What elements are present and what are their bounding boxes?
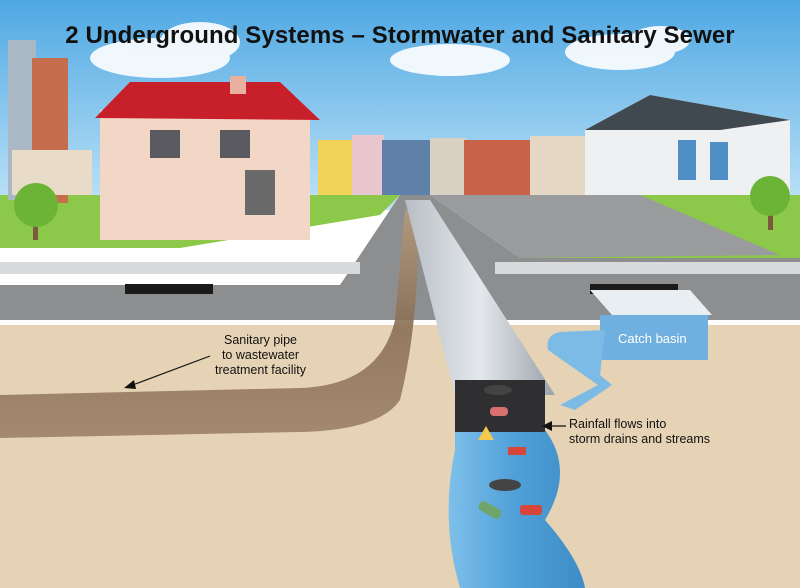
storm-drain-slot-left — [125, 284, 213, 294]
storm-pipe — [405, 200, 555, 395]
curb-left — [0, 262, 360, 274]
apartment-towers — [8, 40, 92, 203]
sanitary-arrow — [124, 355, 211, 389]
catch-basin — [547, 290, 712, 410]
road-far-right — [430, 195, 780, 258]
tree-right — [750, 176, 790, 230]
diagram-title: 2 Underground Systems – Stormwater and S… — [65, 22, 735, 49]
storm-drain-slot-right — [590, 284, 678, 294]
house-left — [95, 76, 320, 240]
sanitary-label-line-1: Sanitary pipe — [224, 333, 297, 347]
sanitary-pipe-label: Sanitary pipe to wastewater treatment fa… — [203, 333, 318, 378]
warehouse — [585, 95, 790, 195]
rain-arrow — [542, 421, 566, 431]
curb-right — [495, 262, 800, 274]
rainfall-label-line-2: storm drains and streams — [569, 432, 711, 446]
clouds — [90, 22, 690, 78]
rainfall-label-line-1: Rainfall flows into — [569, 417, 667, 431]
catch-basin-label: Catch basin — [618, 331, 687, 346]
rainfall-label: Rainfall flows into storm drains and str… — [569, 417, 710, 447]
townhouses — [318, 135, 586, 195]
tree-left — [14, 183, 58, 240]
sanitary-label-line-2: to wastewater — [221, 348, 300, 362]
debris — [478, 385, 542, 519]
sanitary-label-line-3: treatment facility — [214, 363, 306, 377]
storm-water-flow — [448, 395, 585, 588]
sanitary-pipe — [0, 210, 419, 438]
